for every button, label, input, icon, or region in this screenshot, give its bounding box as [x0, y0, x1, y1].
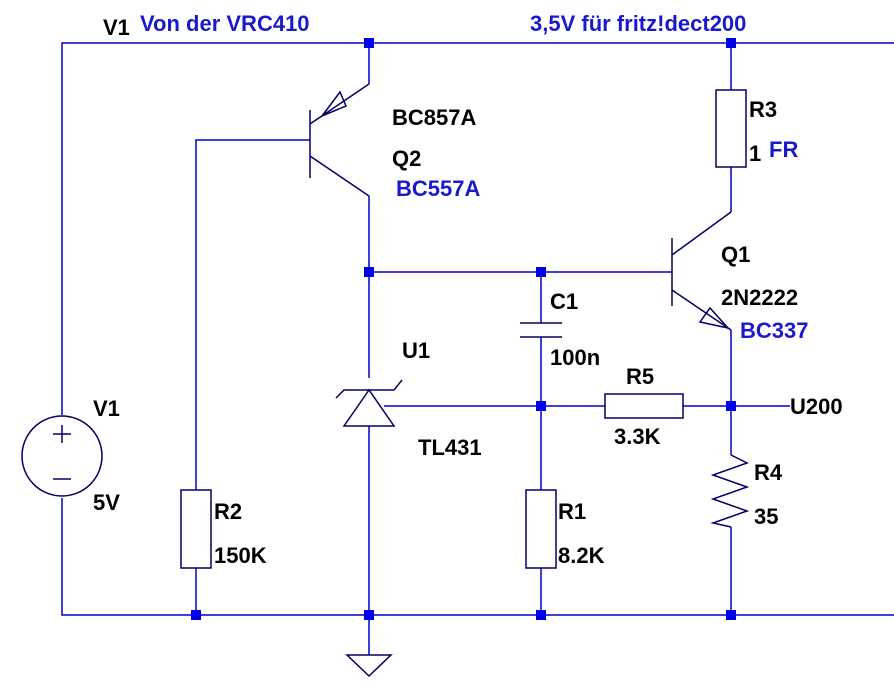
- r5-name: R5: [626, 364, 654, 389]
- resistor-r5: [604, 393, 684, 419]
- voltage-source-v1: [21, 415, 103, 497]
- resistor-r2: [180, 489, 212, 569]
- u1-model: TL431: [418, 435, 482, 460]
- junction-dot: [726, 610, 736, 620]
- r3-note: FR: [769, 137, 798, 162]
- output-net-label: U200: [790, 394, 843, 419]
- q2-name: Q2: [392, 146, 421, 171]
- u1-name: U1: [402, 338, 430, 363]
- r1-value: 8.2K: [558, 543, 605, 568]
- q2-note: BC557A: [396, 176, 480, 201]
- v1-value: 5V: [93, 490, 120, 515]
- transistor-q1: [671, 211, 732, 331]
- r4-value: 35: [754, 504, 778, 529]
- junction-dot: [191, 610, 201, 620]
- ground-symbol: [345, 654, 393, 678]
- top-rail-note-right: 3,5V für fritz!dect200: [530, 11, 746, 36]
- r5-value: 3.3K: [614, 424, 661, 449]
- r3-name: R3: [749, 97, 777, 122]
- wire-ground-rail: [61, 498, 894, 616]
- junction-dot: [536, 610, 546, 620]
- r4-name: R4: [754, 460, 783, 485]
- q1-model: 2N2222: [721, 285, 798, 310]
- r3-value: 1: [749, 141, 761, 166]
- q1-note: BC337: [740, 318, 808, 343]
- junction-dot: [364, 610, 374, 620]
- capacitor-c1: [520, 322, 562, 338]
- wire-q2-base: [195, 139, 310, 490]
- junction-dot: [726, 38, 736, 48]
- top-rail-note-left: Von der VRC410: [140, 11, 310, 36]
- junction-dot: [726, 401, 736, 411]
- wire-top-rail: [61, 42, 894, 415]
- junction-dot: [364, 38, 374, 48]
- resistor-r1: [525, 489, 557, 569]
- resistor-r3: [715, 89, 747, 168]
- r2-value: 150K: [214, 543, 267, 568]
- c1-name: C1: [550, 289, 578, 314]
- c1-value: 100n: [550, 345, 600, 370]
- resistor-r4: [710, 454, 750, 528]
- junction-dot: [536, 401, 546, 411]
- q2-model: BC857A: [392, 105, 476, 130]
- junctions: [191, 38, 736, 620]
- r2-name: R2: [214, 499, 242, 524]
- wires: [61, 42, 894, 655]
- v1-name: V1: [93, 396, 120, 421]
- junction-dot: [536, 267, 546, 277]
- top-rail-label: V1: [103, 15, 130, 40]
- q1-name: Q1: [721, 242, 750, 267]
- shunt-regulator-u1: [335, 379, 403, 427]
- junction-dot: [364, 267, 374, 277]
- r1-name: R1: [558, 499, 586, 524]
- transistor-q2: [309, 83, 370, 197]
